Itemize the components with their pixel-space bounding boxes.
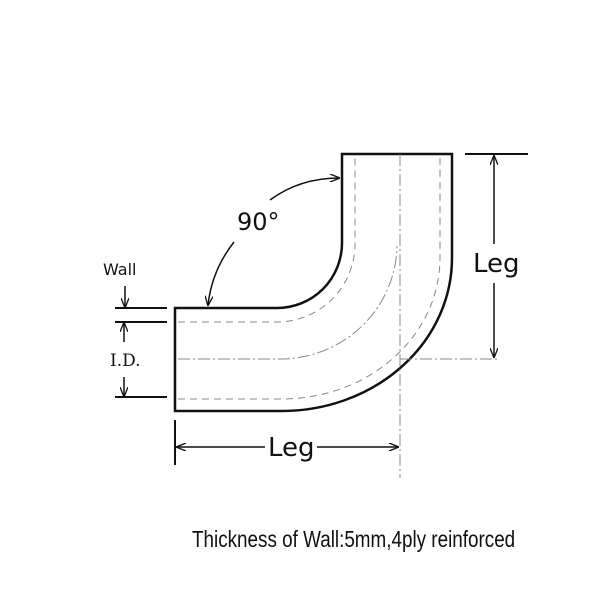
centerline-arc [178, 245, 398, 360]
angle-label: 90° [237, 208, 280, 236]
angle-arrow [208, 241, 235, 305]
leg-vertical-label: Leg [473, 249, 520, 279]
wall-label: Wall [103, 260, 137, 279]
angle-arrow [269, 178, 339, 201]
inner-wall-dashed-line [178, 156, 356, 323]
id-label: I.D. [110, 351, 141, 371]
caption: Thickness of Wall:5mm,4ply reinforced [192, 526, 516, 552]
inner-wall-dashed-line [178, 156, 441, 400]
leg-horizontal-label: Leg [268, 433, 315, 463]
elbow-outline [173, 152, 454, 413]
